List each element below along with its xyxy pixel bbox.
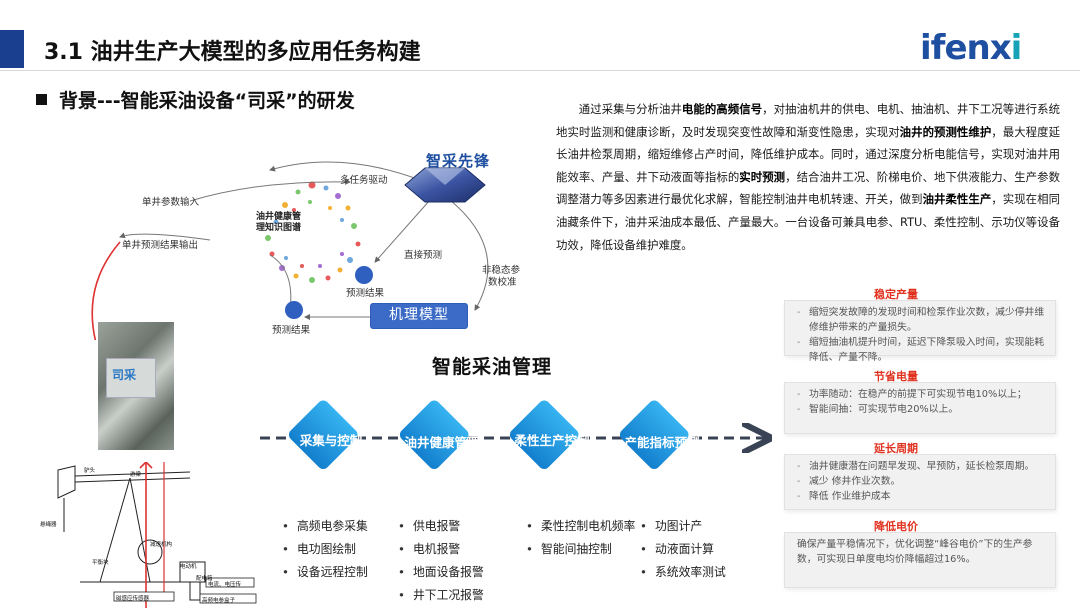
- single-well-output-label: 单井预测结果输出: [122, 240, 199, 251]
- result-label-2: 预测结果: [272, 325, 311, 336]
- drawing-label-horsehead: 驴头: [84, 468, 96, 474]
- benefit-title-stable-output: 稳定产量: [874, 288, 918, 301]
- drawing-label-hf-box: 高频电参盒子: [202, 598, 236, 604]
- nonsteady-calibration-label: 非稳态参数校准: [482, 265, 521, 288]
- management-flow: [260, 400, 778, 470]
- list-item: 供电报警: [398, 515, 484, 538]
- page-title: 3.1 油井生产大模型的多应用任务构建: [44, 40, 421, 65]
- benefit-title-save-power: 节省电量: [874, 370, 918, 383]
- benefit-item: 智能间抽：可实现节电20%以上。: [797, 402, 1047, 417]
- step-flexible-control: 柔性生产控制: [514, 433, 590, 448]
- benefit-title-lower-price: 降低电价: [874, 520, 918, 533]
- title-accent-bar: [0, 30, 24, 68]
- drawing-label-beam: 游梁: [130, 472, 142, 478]
- list-item: 柔性控制电机频率: [526, 515, 635, 538]
- prediction-flow-diagram: [91, 161, 489, 340]
- device-photo: 司采: [98, 322, 174, 450]
- list-item: 井下工况报警: [398, 584, 484, 607]
- list-collect-control: 高频电参采集 电功图绘制 设备远程控制: [282, 515, 368, 584]
- single-well-input-label: 单井参数输入: [142, 197, 200, 208]
- list-item: 功图计产: [640, 515, 726, 538]
- company-logo: ifenxi: [920, 28, 1022, 68]
- benefit-box-save-power: 功率随动：在稳产的前提下可实现节电10%以上； 智能间抽：可实现节电20%以上。: [784, 382, 1056, 434]
- list-item: 地面设备报警: [398, 561, 484, 584]
- multi-task-label: 多任务驱动: [340, 175, 388, 186]
- square-bullet-icon: [36, 94, 47, 105]
- list-item: 系统效率测试: [640, 561, 726, 584]
- list-item: 设备远程控制: [282, 561, 368, 584]
- benefit-item: 功率随动：在稳产的前提下可实现节电10%以上；: [797, 387, 1047, 402]
- result-node-2: [285, 301, 303, 319]
- benefit-item: 缩短突发故障的发现时间和检泵作业次数，减少停井维修维护带来的产量损失。: [797, 305, 1047, 335]
- mechanism-model-box: 机理模型: [370, 303, 468, 329]
- background-paragraph: 通过采集与分析油井电能的高频信号，对抽油机井的供电、电机、抽油机、井下工况等进行…: [556, 102, 1060, 252]
- result-node-1: [355, 266, 373, 284]
- benefit-item: 油井健康潜在问题早发现、早预防，延长检泵周期。: [797, 459, 1047, 474]
- benefit-item: 减少 修井作业次数。: [797, 474, 1047, 489]
- direct-predict-label: 直接预测: [404, 250, 443, 261]
- section-heading: 背景---智能采油设备“司采”的研发: [36, 86, 355, 113]
- list-item: 高频电参采集: [282, 515, 368, 538]
- benefit-box-lower-price: 确保产量平稳情况下，优化调整“峰谷电价”下的生产参数，可实现日单度电均价降幅超过…: [784, 532, 1056, 588]
- benefit-item: 降低 作业维护成本: [797, 489, 1047, 504]
- result-label-1: 预测结果: [346, 288, 385, 299]
- list-item: 电机报警: [398, 538, 484, 561]
- drawing-label-motor: 电动机: [180, 564, 197, 570]
- step-collect-control: 采集与控制: [299, 433, 363, 448]
- drawing-label-reducer: 减速机构: [150, 542, 173, 548]
- list-item: 智能间抽控制: [526, 538, 635, 561]
- step-health-management: 油井健康管理: [404, 435, 480, 450]
- list-health-management: 供电报警 电机报警 地面设备报警 井下工况报警: [398, 515, 484, 607]
- step-capacity-forecast: 产能指标预测: [624, 435, 700, 450]
- drawing-label-counterweight: 平衡块: [92, 560, 109, 566]
- benefit-box-extend-cycle: 油井健康潜在问题早发现、早预防，延长检泵周期。 减少 修井作业次数。 降低 作业…: [784, 454, 1056, 510]
- diamond-shapes: [288, 400, 689, 470]
- drawing-label-magnetic-sensor: 磁感应传感器: [116, 596, 150, 602]
- benefit-box-stable-output: 缩短突发故障的发现时间和检泵作业次数，减少停井维修维护带来的产量损失。 缩短抽油…: [784, 300, 1056, 363]
- list-capacity-forecast: 功图计产 动液面计算 系统效率测试: [640, 515, 726, 584]
- drawing-label-distribution-box: 配电箱: [196, 576, 213, 582]
- list-flexible-control: 柔性控制电机频率 智能间抽控制: [526, 515, 635, 561]
- benefit-item: 确保产量平稳情况下，优化调整“峰谷电价”下的生产参数，可实现日单度电均价降幅超过…: [797, 539, 1033, 565]
- knowledge-graph-cloud: [265, 181, 361, 283]
- benefit-item: 缩短抽油机提升时间，延迟下降泵吸入时间，实现能耗降低、产量不降。: [797, 335, 1047, 365]
- pumpjack-drawing: [57, 462, 257, 608]
- header-divider: [0, 70, 1080, 71]
- drawing-label-current-voltage: 电流、电压传: [208, 582, 242, 588]
- drawing-label-hanger: 悬绳器: [40, 522, 57, 528]
- list-item: 动液面计算: [640, 538, 726, 561]
- list-item: 电功图绘制: [282, 538, 368, 561]
- zhicai-label: 智采先锋: [426, 152, 491, 170]
- benefit-title-extend-cycle: 延长周期: [874, 442, 918, 455]
- management-title: 智能采油管理: [432, 356, 553, 378]
- knowledge-graph-label: 油井健康管理知识图谱: [256, 212, 302, 233]
